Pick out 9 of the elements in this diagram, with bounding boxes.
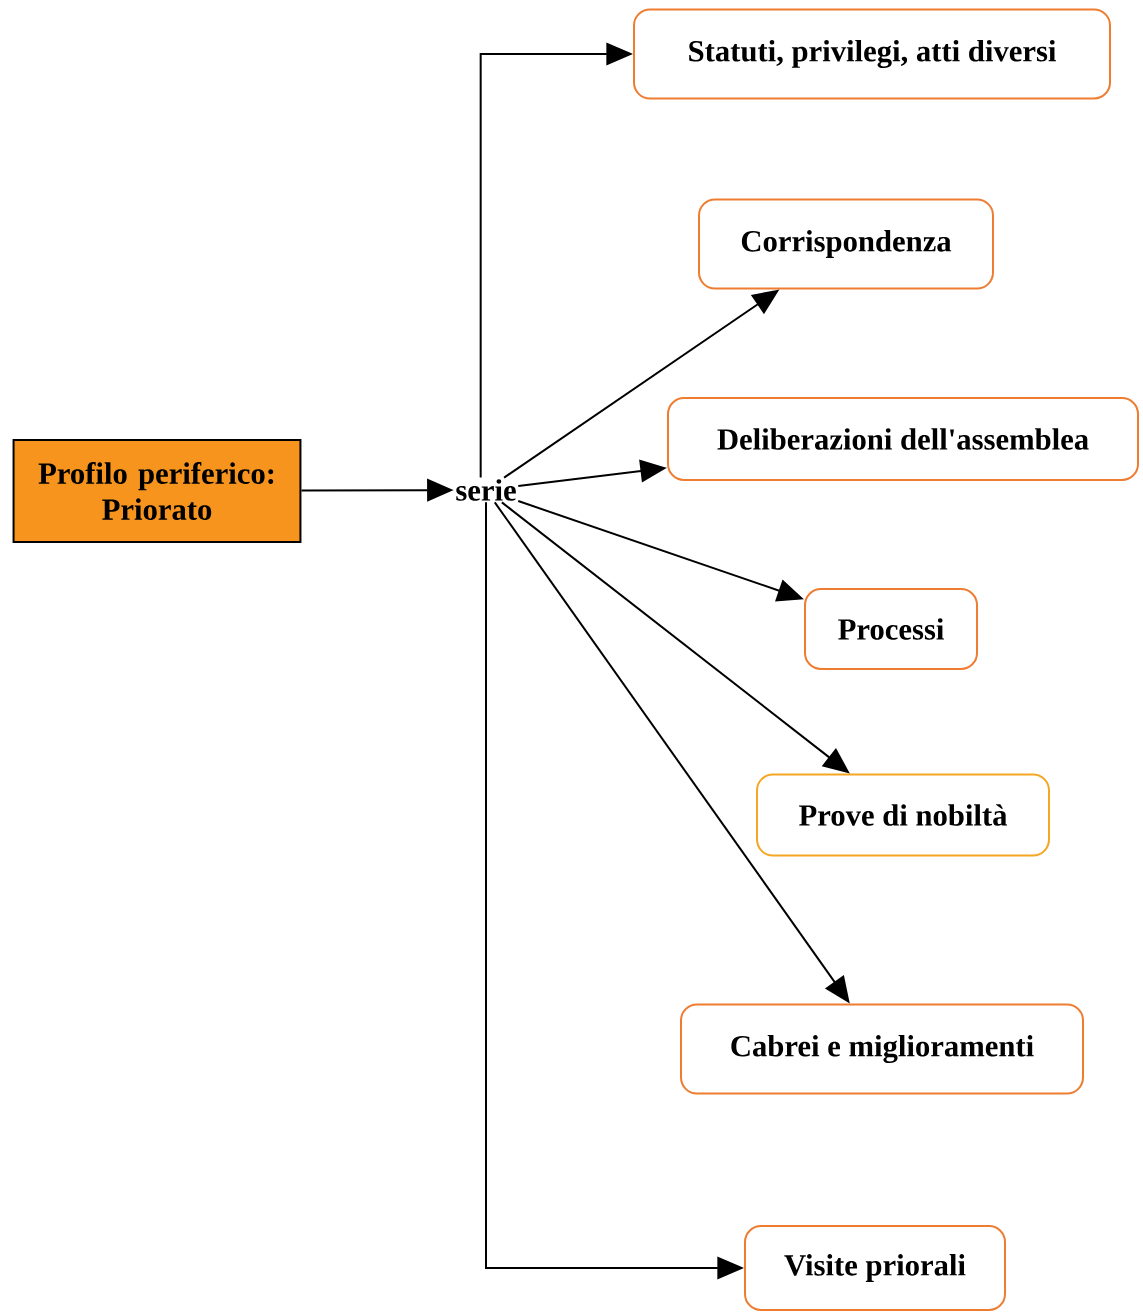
category-box: Visite priorali xyxy=(744,1225,1006,1311)
category-box: Prove di nobiltà xyxy=(756,773,1050,857)
category-box: Corrispondenza xyxy=(698,198,994,290)
series-label: serie xyxy=(456,479,516,501)
category-box: Cabrei e miglioramenti xyxy=(680,1003,1084,1095)
process-box: Profilo periferico: Priorato xyxy=(12,439,302,543)
category-box: Deliberazioni dell'assemblea xyxy=(667,397,1139,481)
category-box: Statuti, privilegi, atti diversi xyxy=(633,8,1111,100)
category-box: Processi xyxy=(804,588,978,670)
